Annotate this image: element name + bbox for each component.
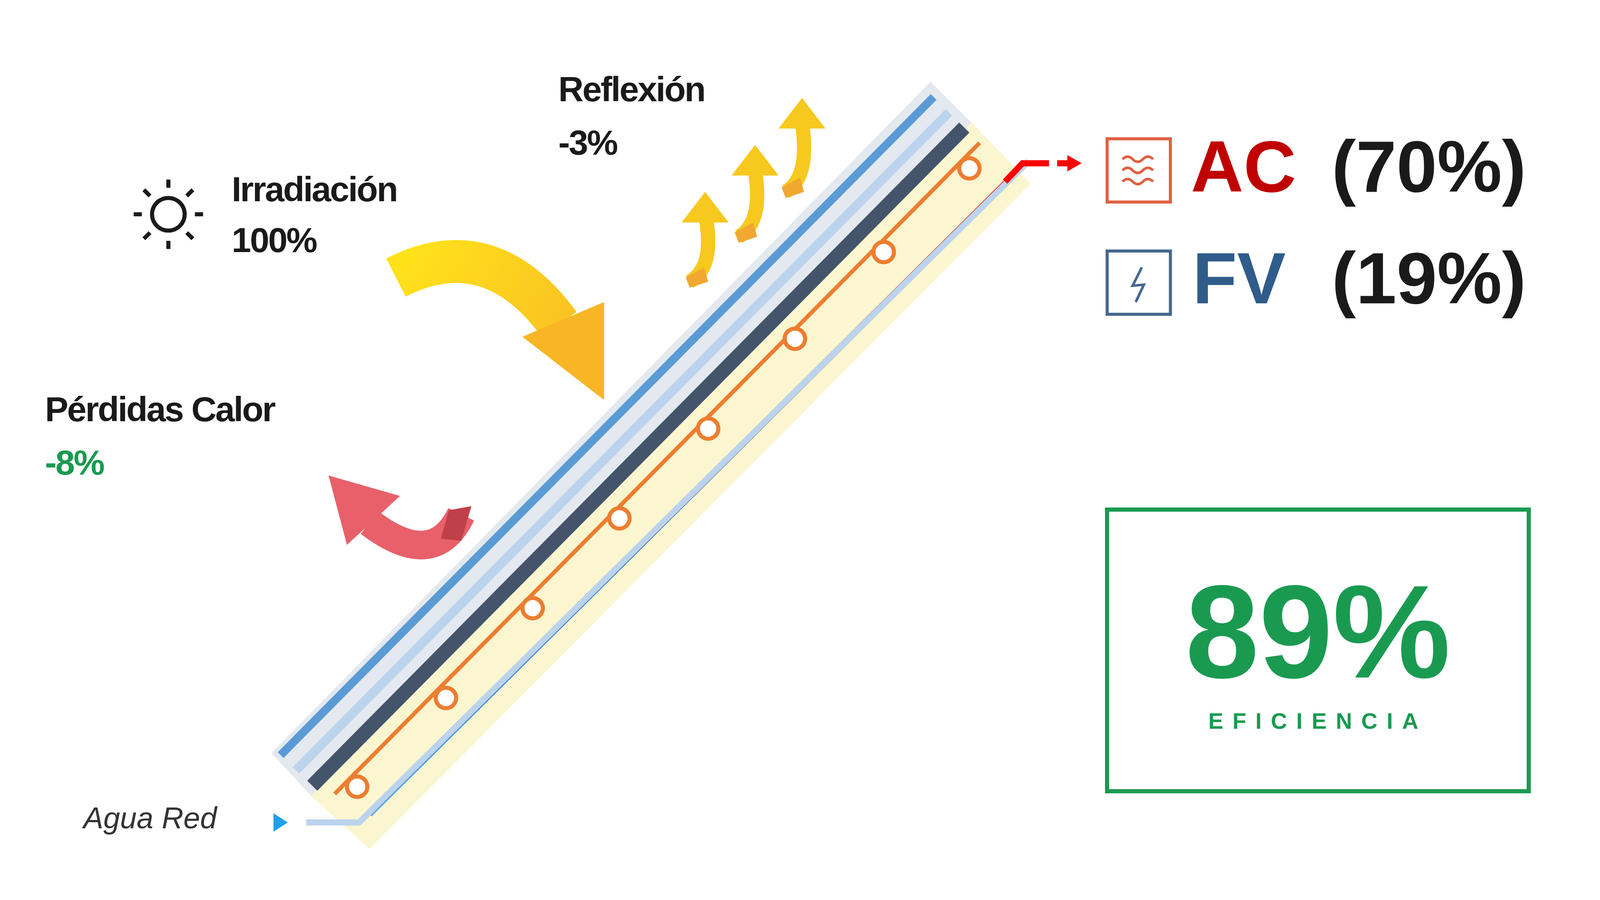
efficiency-box: 89% EFICIENCIA bbox=[1105, 507, 1531, 794]
reflection-value: -3% bbox=[558, 123, 617, 162]
irradiation-arrow bbox=[395, 261, 560, 325]
irradiation-arrowhead bbox=[522, 302, 605, 400]
pv-output-value: (19%) bbox=[1331, 238, 1527, 319]
reflection-tails bbox=[685, 177, 805, 288]
heat-output-value: (70%) bbox=[1331, 126, 1527, 208]
heat-icon bbox=[1107, 138, 1171, 203]
inlet-label: Agua Red bbox=[83, 801, 217, 835]
outlet-arrow bbox=[1067, 155, 1082, 172]
irradiation-label: Irradiación bbox=[231, 170, 397, 209]
reflection-arrowheads bbox=[681, 97, 826, 223]
pv-output-label: FV bbox=[1192, 238, 1286, 319]
electricity-icon bbox=[1107, 250, 1171, 315]
tube-circles bbox=[347, 158, 980, 798]
heat-loss-label: Pérdidas Calor bbox=[45, 390, 275, 429]
panel-back bbox=[311, 122, 1031, 850]
glass-layer-light bbox=[295, 112, 949, 771]
absorber-layer bbox=[334, 142, 980, 794]
inlet-arrow bbox=[273, 813, 288, 832]
irradiation-value: 100% bbox=[231, 220, 317, 260]
heat-loss-value: -8% bbox=[45, 443, 104, 482]
sun-icon bbox=[133, 179, 204, 250]
heat-loss-arrowhead bbox=[328, 475, 400, 545]
reflection-label: Reflexión bbox=[558, 70, 705, 109]
outlet-pipe bbox=[1005, 163, 1049, 182]
efficiency-label: EFICIENCIA bbox=[1208, 706, 1428, 736]
heat-output-label: AC bbox=[1190, 126, 1297, 208]
pv-cell-layer bbox=[312, 127, 965, 786]
inlet-pipe bbox=[306, 161, 1029, 823]
heat-loss-tail bbox=[440, 506, 472, 541]
efficiency-value: 89% bbox=[1185, 565, 1451, 698]
